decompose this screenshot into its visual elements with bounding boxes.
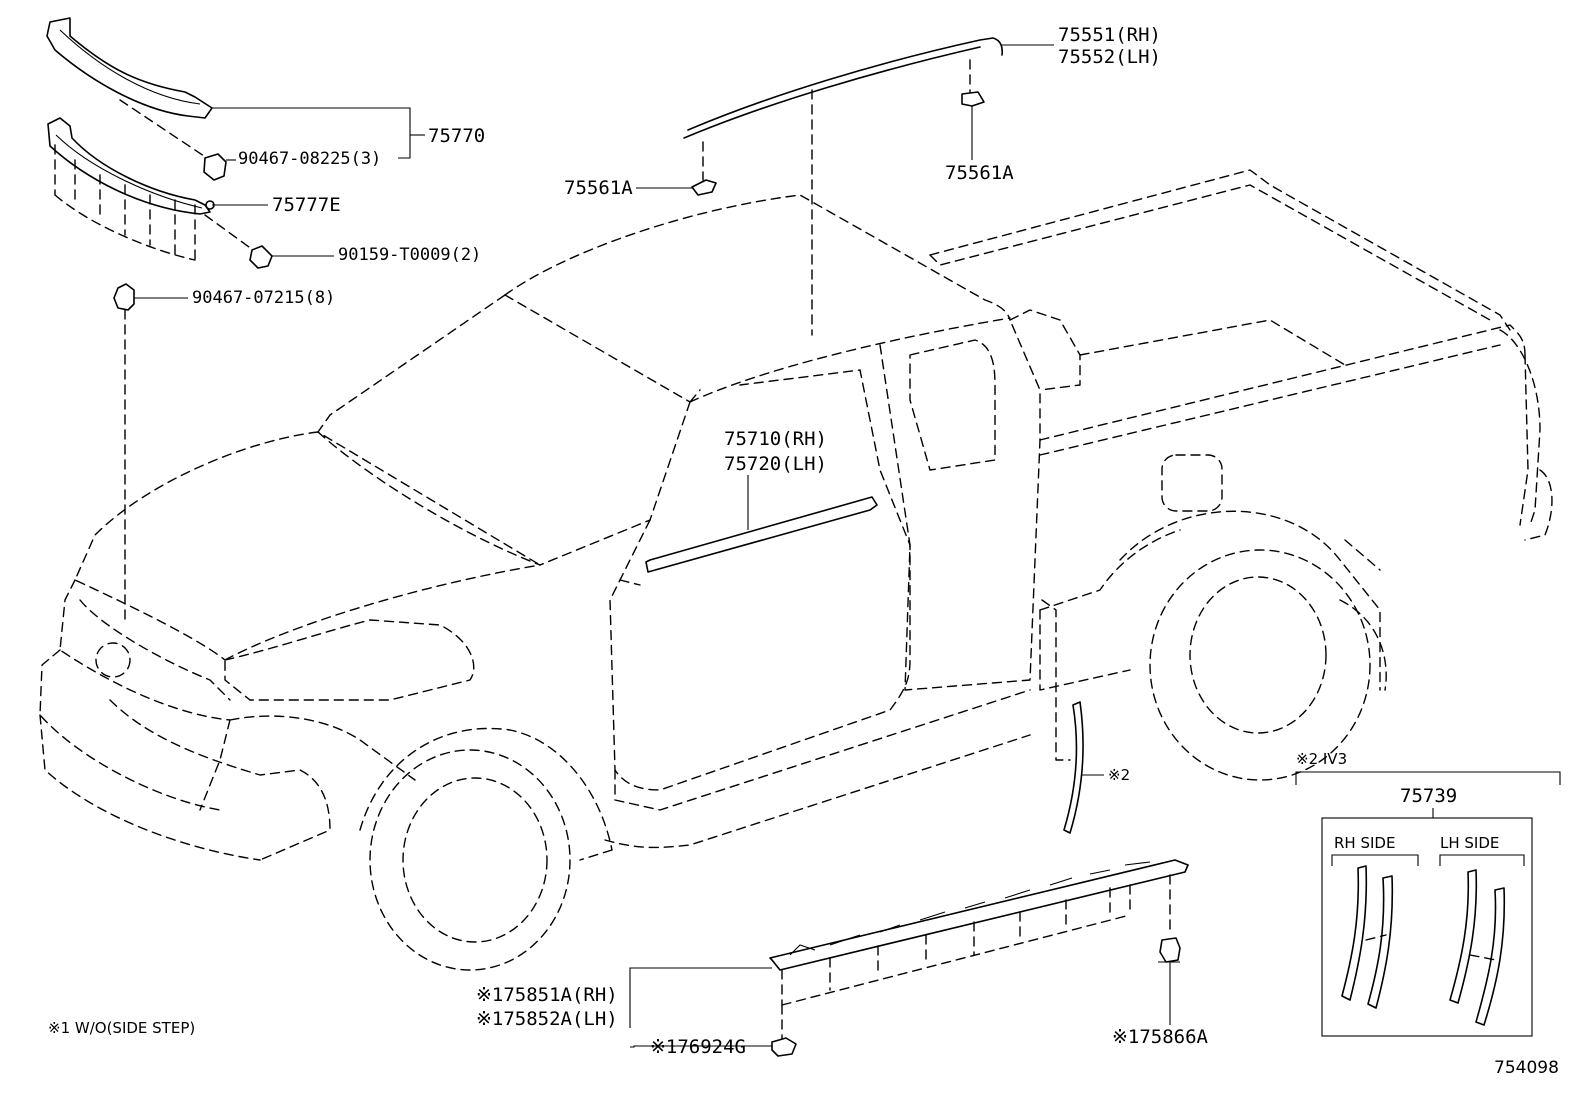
- rocker-molding: [769, 859, 1189, 971]
- label-75770: 75770: [428, 125, 486, 147]
- label-75710-rh: 75710(RH): [724, 428, 827, 450]
- clip-76924G-icon: [771, 1037, 797, 1057]
- hood-molding-group: [46, 17, 273, 621]
- roof-molding-group: [683, 37, 1003, 336]
- label-76924G: ※176924G: [650, 1036, 746, 1058]
- label-75552-lh: 75552(LH): [1058, 46, 1161, 68]
- label-75866A: ※175866A: [1112, 1026, 1208, 1048]
- label-75851A-rh: ※175851A(RH): [476, 984, 618, 1006]
- label-90467-08225: 90467-08225(3): [238, 149, 382, 169]
- roof-drip-molding: [687, 37, 1003, 131]
- clip-90467-07215-icon: [113, 283, 135, 311]
- belt-molding-group: [645, 496, 878, 573]
- rocker-molding-group: [769, 859, 1189, 1057]
- clip-75561A-left-icon: [691, 179, 717, 196]
- label-75561A-right: 75561A: [945, 162, 1014, 184]
- screw-90159-icon: [249, 245, 273, 269]
- label-75561A-left: 75561A: [564, 177, 633, 199]
- lh-seal-front: [1449, 869, 1478, 1004]
- label-75720-lh: 75720(LH): [724, 453, 827, 475]
- leader-lines: [134, 44, 1171, 1048]
- label-lh-side: LH SIDE: [1440, 834, 1500, 852]
- pillar-seal-strip: [1063, 701, 1084, 834]
- label-note2-marker: ※2: [1108, 766, 1131, 784]
- hood-molding-upper: [46, 17, 213, 119]
- lh-seal-rear: [1475, 887, 1506, 1026]
- rh-seal-rear: [1367, 875, 1394, 1009]
- pillar-seal-group: [1041, 599, 1561, 1037]
- label-note2-iv3: ※2 IV3: [1296, 750, 1348, 768]
- footnote-w-o-side-step: ※1 W/O(SIDE STEP): [48, 1019, 196, 1037]
- rh-seal-front: [1341, 865, 1368, 1001]
- label-rh-side: RH SIDE: [1334, 834, 1396, 852]
- label-75852A-lh: ※175852A(LH): [476, 1008, 618, 1030]
- clip-75866A-icon: [1159, 937, 1181, 963]
- hood-molding-lower: [47, 117, 211, 215]
- belt-molding: [645, 496, 878, 573]
- label-75551-rh: 75551(RH): [1058, 24, 1161, 46]
- truck-outline: [39, 169, 1553, 971]
- label-90467-07215: 90467-07215(8): [192, 288, 336, 308]
- parts-inset-box: [1321, 817, 1533, 1037]
- label-75777E: 75777E: [272, 194, 341, 216]
- label-90159-T0009: 90159-T0009(2): [338, 245, 482, 265]
- clip-90467-08225-icon: [203, 153, 227, 181]
- figure-number: 754098: [1494, 1058, 1559, 1078]
- label-75739: 75739: [1400, 785, 1458, 807]
- clip-75561A-right-icon: [961, 91, 985, 107]
